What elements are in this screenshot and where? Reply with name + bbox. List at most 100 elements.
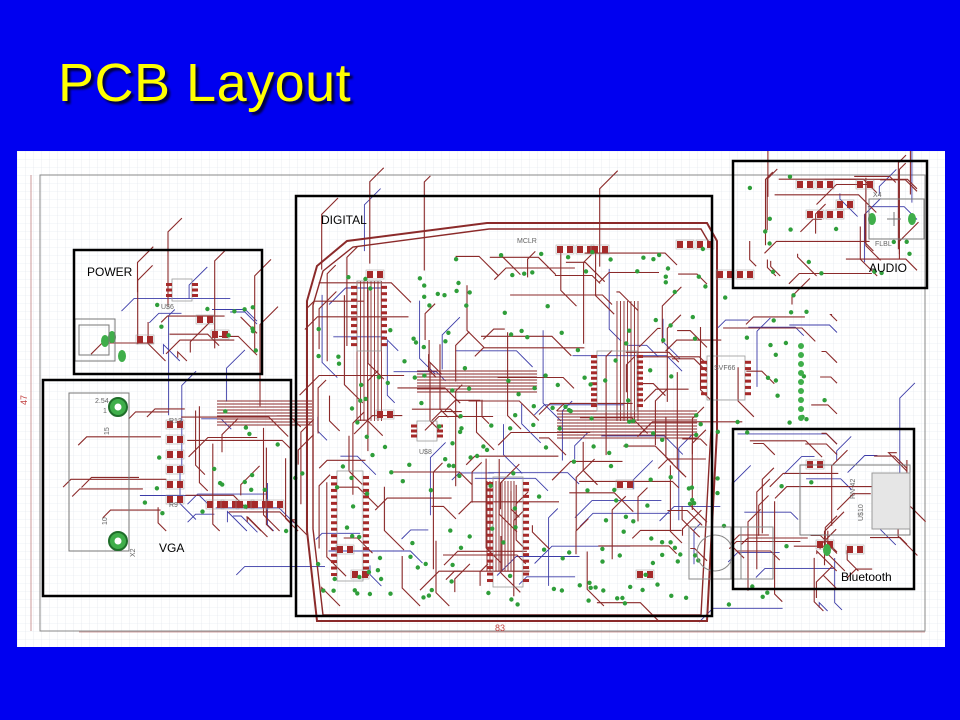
- smd-pad: [817, 211, 823, 218]
- trace: [595, 249, 615, 315]
- via: [413, 340, 419, 345]
- trace: [878, 169, 897, 195]
- trace: [228, 511, 291, 523]
- via: [247, 431, 252, 437]
- trace: [299, 374, 405, 396]
- trace: [445, 570, 530, 581]
- via: [588, 585, 593, 590]
- trace: [458, 501, 559, 515]
- trace: [102, 509, 161, 519]
- ic-pin: [591, 382, 597, 386]
- smd-pad: [177, 451, 183, 458]
- via: [735, 419, 740, 425]
- trace: [746, 370, 775, 385]
- via: [481, 444, 486, 449]
- via: [448, 528, 453, 533]
- smd-pad: [857, 546, 863, 553]
- via: [249, 472, 255, 478]
- ic-pin: [331, 521, 337, 525]
- smd-pad: [677, 241, 683, 248]
- smd-pad: [222, 331, 228, 338]
- ic-pin: [637, 365, 643, 369]
- via: [615, 596, 620, 601]
- connector-pad: [108, 331, 116, 343]
- trace: [147, 322, 166, 362]
- trace: [335, 486, 379, 508]
- trace: [556, 402, 633, 412]
- via: [159, 324, 164, 329]
- ic-pin: [331, 540, 337, 544]
- section-boxes: [41, 159, 929, 618]
- trace: [845, 258, 918, 271]
- width-dimension: 83: [495, 623, 505, 633]
- via: [773, 378, 779, 383]
- via: [370, 452, 375, 458]
- via: [421, 595, 426, 600]
- via: [559, 588, 565, 593]
- via: [507, 573, 513, 579]
- trace: [582, 441, 598, 486]
- ic-pin: [523, 494, 529, 498]
- via: [359, 382, 364, 388]
- via: [689, 485, 695, 490]
- pcb-layout-diagram: 47 83: [17, 151, 945, 647]
- trace: [854, 175, 897, 183]
- via: [591, 444, 596, 449]
- ic-pin: [745, 385, 751, 389]
- ic-pin: [381, 324, 387, 328]
- trace: [749, 440, 823, 458]
- trace: [551, 460, 623, 481]
- via: [765, 590, 770, 595]
- via: [691, 501, 697, 506]
- via: [446, 463, 452, 468]
- ic-pin: [363, 488, 369, 492]
- header-pin: [798, 397, 804, 403]
- via: [510, 272, 515, 278]
- ic-pin: [363, 521, 369, 525]
- via: [456, 280, 461, 286]
- via: [212, 466, 217, 472]
- ic-pin: [701, 385, 707, 389]
- via: [532, 385, 537, 391]
- trace: [326, 264, 337, 362]
- via: [773, 352, 778, 357]
- smd-pad: [647, 571, 653, 578]
- ic-pin: [381, 311, 387, 315]
- ic-pin: [523, 520, 529, 524]
- trace: [246, 515, 262, 532]
- via: [767, 241, 772, 246]
- via: [648, 368, 653, 373]
- trace: [81, 476, 139, 488]
- ic-pin: [591, 365, 597, 369]
- via: [389, 470, 394, 475]
- trace: [758, 495, 769, 536]
- trace: [187, 513, 215, 523]
- ic-pin: [523, 572, 529, 576]
- ic-pin: [523, 501, 529, 505]
- via: [243, 425, 249, 430]
- smd-pad: [637, 571, 643, 578]
- trace: [475, 400, 495, 451]
- trace: [424, 415, 494, 431]
- smd-pad: [167, 481, 173, 488]
- via: [624, 443, 629, 448]
- ic-pin: [637, 376, 643, 380]
- via: [694, 432, 699, 438]
- audio-section-label: AUDIO: [869, 261, 907, 275]
- trace: [818, 601, 828, 612]
- ic-pin: [363, 527, 369, 531]
- via: [804, 417, 809, 422]
- via: [232, 309, 237, 314]
- trace: [909, 151, 911, 195]
- trace: [465, 455, 559, 466]
- via: [545, 304, 550, 309]
- via: [669, 374, 674, 379]
- trace: [764, 171, 774, 246]
- connector-pad: [908, 213, 916, 225]
- via: [620, 595, 625, 601]
- smd-outline: [615, 479, 635, 490]
- ic-pin: [331, 501, 337, 505]
- ic-pin: [487, 494, 493, 498]
- trace: [761, 467, 775, 534]
- smd-pad: [827, 211, 833, 218]
